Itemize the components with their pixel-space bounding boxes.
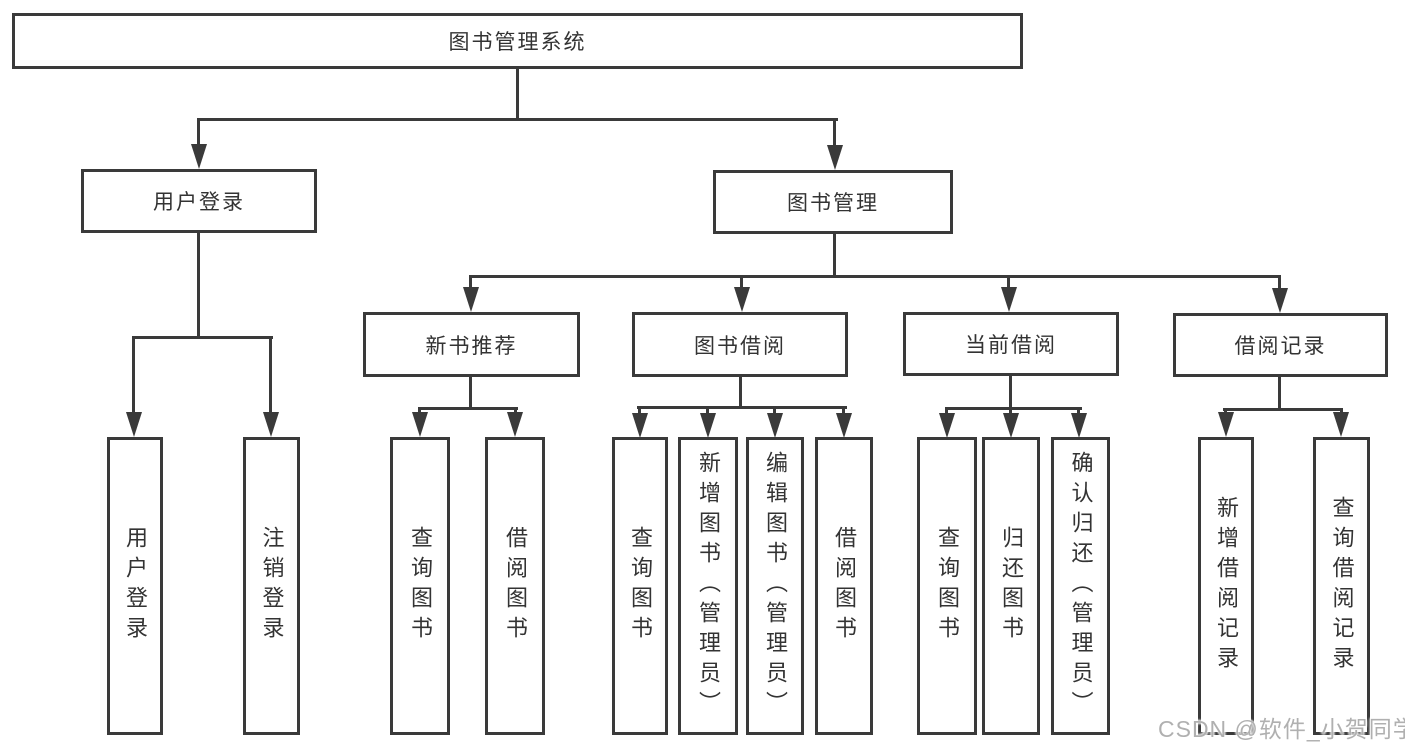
connector-drop-book-mgmt <box>833 120 836 148</box>
node-borrow-records: 借阅记录 <box>1173 313 1388 377</box>
connector-root-bar <box>197 118 838 121</box>
arrowhead-down-icon <box>767 413 783 438</box>
leaf-query-borrow-record-label: 查询借阅记录 <box>1329 496 1355 676</box>
connector-drop <box>1077 409 1080 415</box>
leaf-query-books-recommend: 查询图书 <box>390 437 450 735</box>
node-borrow-records-label: 借阅记录 <box>1234 335 1327 358</box>
node-root-label: 图书管理系统 <box>448 31 587 54</box>
connector-bookmgmt-stem <box>833 233 836 278</box>
arrowhead-down-icon <box>507 412 523 437</box>
leaf-add-borrow-record: 新增借阅记录 <box>1198 437 1254 735</box>
node-current-borrow: 当前借阅 <box>903 312 1119 376</box>
connector-drop <box>945 409 948 415</box>
arrowhead-down-icon <box>836 413 852 438</box>
connector-drop-login-leaf <box>132 338 135 414</box>
leaf-add-books-admin: 新增图书（管理员） <box>678 437 738 735</box>
arrowhead-down-icon <box>1272 288 1288 313</box>
connector-userlogin-stem <box>197 232 200 339</box>
connector-drop <box>1009 409 1012 415</box>
leaf-user-login-label: 用户登录 <box>123 526 148 646</box>
leaf-edit-books-admin: 编辑图书（管理员） <box>746 437 804 735</box>
leaf-add-borrow-record-label: 新增借阅记录 <box>1214 496 1239 676</box>
connector-borrow-stem <box>739 376 742 408</box>
leaf-edit-books-admin-label: 编辑图书（管理员） <box>763 451 788 721</box>
arrowhead-down-icon <box>1333 412 1349 437</box>
arrowhead-down-icon <box>263 412 279 437</box>
connector-drop-user-login <box>197 120 200 148</box>
leaf-query-books-borrow-label: 查询图书 <box>628 526 653 646</box>
leaf-add-books-admin-label: 新增图书（管理员） <box>696 451 721 721</box>
connector-records-stem <box>1278 376 1281 410</box>
leaf-query-borrow-record: 查询借阅记录 <box>1313 437 1370 735</box>
connector-userlogin-bar <box>132 336 273 339</box>
connector-drop-recommend <box>469 277 472 289</box>
connector-current-bar <box>945 407 1082 410</box>
connector-root-stem <box>516 68 519 120</box>
connector-drop-logout-leaf <box>269 338 272 414</box>
node-current-borrow-label: 当前借阅 <box>965 334 1057 357</box>
leaf-borrow-books-recommend-label: 借阅图书 <box>503 526 528 646</box>
connector-borrow-bar <box>637 406 847 409</box>
leaf-logout-label: 注销登录 <box>259 526 285 646</box>
node-book-borrow: 图书借阅 <box>632 312 848 377</box>
leaf-return-books: 归还图书 <box>982 437 1040 735</box>
connector-recommend-bar <box>418 407 518 410</box>
arrowhead-down-icon <box>700 413 716 438</box>
arrowhead-down-icon <box>1001 287 1017 312</box>
leaf-user-login: 用户登录 <box>107 437 163 735</box>
node-root: 图书管理系统 <box>12 13 1023 69</box>
node-new-book-recommend-label: 新书推荐 <box>425 334 518 358</box>
leaf-query-books-borrow: 查询图书 <box>612 437 668 735</box>
leaf-borrow-books-recommend: 借阅图书 <box>485 437 545 735</box>
leaf-query-books-current-label: 查询图书 <box>935 526 960 646</box>
connector-drop-borrow <box>740 277 743 289</box>
node-new-book-recommend: 新书推荐 <box>363 312 580 377</box>
connector-drop <box>842 408 845 415</box>
csdn-watermark: CSDN @软件_小贺同学 <box>1158 716 1405 742</box>
arrowhead-down-icon <box>191 144 207 169</box>
node-book-borrow-label: 图书借阅 <box>694 334 786 358</box>
node-book-management: 图书管理 <box>713 170 953 234</box>
connector-drop <box>638 408 641 415</box>
leaf-confirm-return-admin: 确认归还（管理员） <box>1051 437 1110 735</box>
leaf-borrow-books: 借阅图书 <box>815 437 873 735</box>
node-user-login: 用户登录 <box>81 169 317 233</box>
connector-drop-records <box>1278 277 1281 290</box>
arrowhead-down-icon <box>734 287 750 312</box>
arrowhead-down-icon <box>1218 412 1234 437</box>
leaf-logout: 注销登录 <box>243 437 300 735</box>
leaf-confirm-return-admin-label: 确认归还（管理员） <box>1068 451 1094 721</box>
connector-records-bar <box>1223 408 1343 411</box>
arrowhead-down-icon <box>1003 413 1019 438</box>
connector-drop-current <box>1007 277 1010 289</box>
leaf-query-books-recommend-label: 查询图书 <box>408 526 433 646</box>
connector-bookmgmt-bar <box>469 275 1281 278</box>
arrowhead-down-icon <box>939 413 955 438</box>
node-user-login-label: 用户登录 <box>153 191 245 214</box>
connector-recommend-stem <box>469 376 472 409</box>
arrowhead-down-icon <box>632 413 648 438</box>
arrowhead-down-icon <box>412 412 428 437</box>
arrowhead-down-icon <box>1071 413 1087 438</box>
leaf-query-books-current: 查询图书 <box>917 437 977 735</box>
connector-drop <box>706 408 709 415</box>
arrowhead-down-icon <box>827 145 843 170</box>
connector-current-stem <box>1009 375 1012 409</box>
arrowhead-down-icon <box>463 287 479 312</box>
leaf-return-books-label: 归还图书 <box>999 526 1024 646</box>
arrowhead-down-icon <box>126 412 142 437</box>
node-book-management-label: 图书管理 <box>787 192 879 215</box>
leaf-borrow-books-label: 借阅图书 <box>832 526 857 646</box>
connector-drop <box>773 408 776 415</box>
